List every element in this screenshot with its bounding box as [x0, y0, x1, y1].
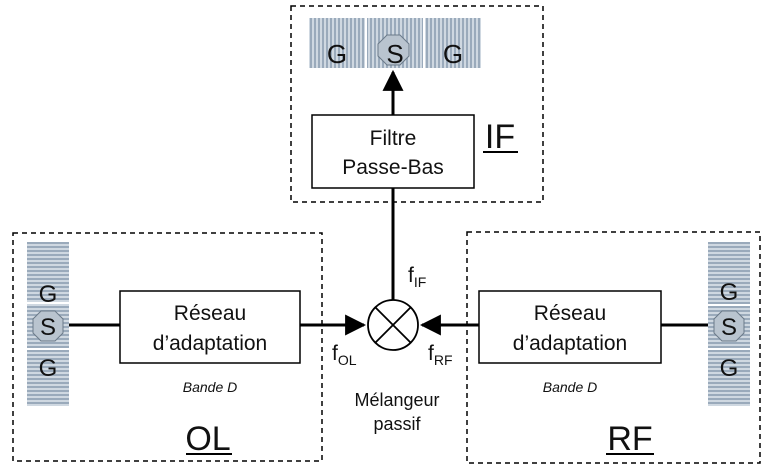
if-filter-line1: Filtre	[370, 127, 417, 150]
if-pad-s-octagon	[377, 34, 410, 66]
rf-pad-s-octagon	[713, 310, 745, 342]
rf-pad-g-top	[708, 242, 750, 304]
ol-pad-g-top	[27, 242, 69, 302]
ol-pad-g-top-label: G	[39, 281, 58, 308]
ol-block-label: OL	[185, 420, 230, 458]
if-filter-line2: Passe-Bas	[342, 156, 444, 179]
f-rf-label: fRF	[428, 342, 453, 368]
f-ol-label: fOL	[332, 342, 357, 368]
rf-network-line1: Réseau	[534, 302, 606, 325]
rf-block: Réseau d’adaptation G S G Bande D RF	[466, 231, 761, 464]
rf-network-box	[478, 290, 662, 364]
if-pad-g-left-label: G	[327, 39, 347, 69]
mixer: fIF fOL fRF Mélangeur passif	[332, 264, 453, 434]
ol-pad-s-label: S	[40, 314, 56, 341]
f-if-sub: IF	[414, 274, 426, 290]
if-pad-g-right	[425, 18, 481, 68]
mixer-cross-b	[374, 306, 412, 344]
if-block: G S G Filtre Passe-Bas IF	[290, 5, 544, 203]
ol-network-box	[119, 290, 301, 364]
ol-network-line2: d’adaptation	[153, 332, 267, 355]
if-pad-g-right-label: G	[443, 39, 463, 69]
mixer-name-line2: passif	[373, 414, 421, 434]
if-block-label: IF	[485, 118, 515, 156]
rf-pad-g-bottom	[708, 350, 750, 406]
ol-pad-g-bottom	[27, 350, 69, 406]
ol-pad-s-octagon	[32, 310, 64, 342]
ol-block: G S G Réseau d’adaptation Bande D OL	[12, 232, 323, 462]
rf-band-label: Bande D	[543, 379, 597, 395]
rf-probe-pads: G S G	[708, 242, 750, 406]
ol-dashed-boundary	[12, 232, 323, 462]
rf-pad-s-label: S	[721, 314, 737, 341]
ol-probe-pads: G S G	[27, 242, 69, 406]
f-rf-sub: RF	[434, 352, 453, 368]
if-dashed-boundary	[290, 5, 544, 203]
if-probe-pads: G S G	[309, 18, 481, 69]
rf-pad-g-top-label: G	[720, 279, 739, 306]
mixer-name-line1: Mélangeur	[354, 390, 439, 410]
if-filter-box	[311, 114, 475, 189]
rf-pad-g-bottom-label: G	[720, 355, 739, 382]
f-ol-sub: OL	[338, 352, 357, 368]
rf-block-label: RF	[607, 420, 652, 458]
rf-network-line2: d’adaptation	[513, 332, 627, 355]
if-pad-s-label: S	[386, 39, 403, 69]
if-pad-g-left	[309, 18, 365, 68]
ol-pad-g-bottom-label: G	[39, 355, 58, 382]
rf-dashed-boundary	[466, 231, 761, 464]
f-if-label: fIF	[408, 264, 426, 290]
ol-network-line1: Réseau	[174, 302, 246, 325]
ol-band-label: Bande D	[183, 379, 237, 395]
